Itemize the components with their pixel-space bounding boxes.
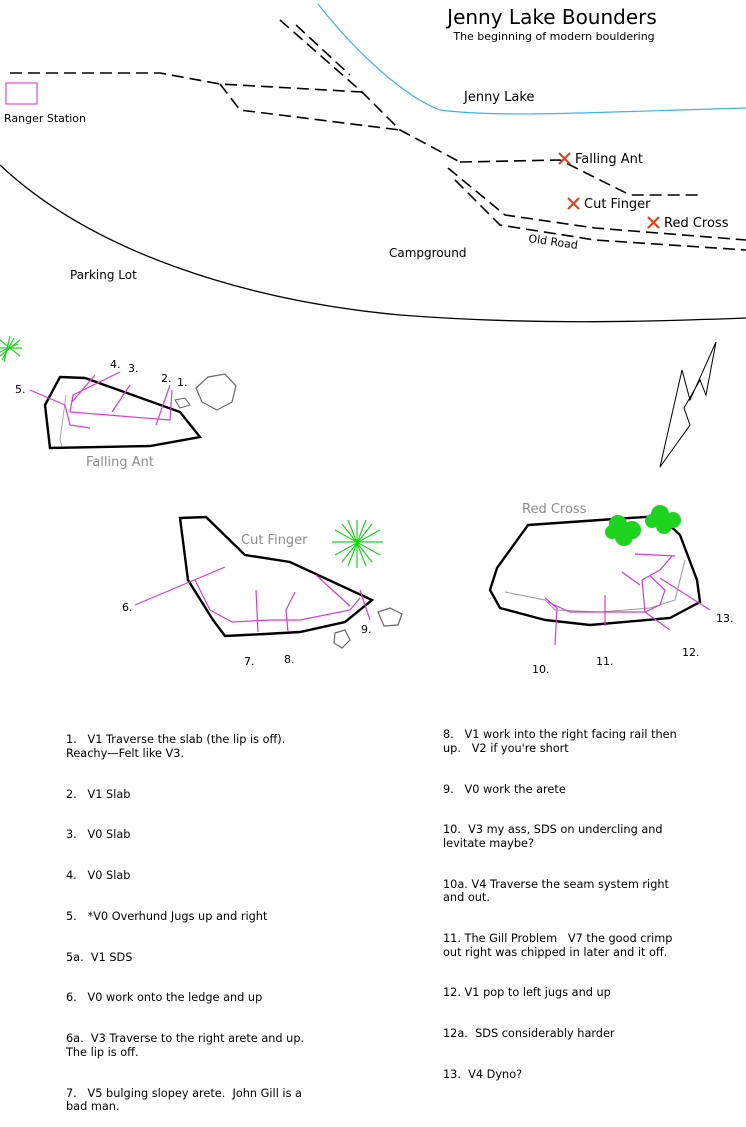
tree-icon	[0, 335, 22, 363]
route-note: 12. V1 pop to left jugs and up	[443, 986, 611, 1000]
problem-number: 4.	[110, 358, 121, 371]
campground-label: Campground	[389, 246, 467, 260]
route-note: 12a. SDS considerably harder	[443, 1027, 615, 1041]
problem-number: 3.	[128, 362, 139, 375]
parking-lot-label: Parking Lot	[70, 268, 137, 282]
road-edge	[0, 164, 746, 323]
route-note: 1. V1 Traverse the slab (the lip is off)…	[66, 733, 286, 760]
route-note: 11. The Gill Problem V7 the good crimp o…	[443, 932, 673, 959]
map-subtitle: The beginning of modern bouldering	[452, 30, 654, 43]
route-note: 5a. V1 SDS	[66, 950, 133, 964]
route-note: 10. V3 my ass, SDS on undercling and lev…	[443, 823, 663, 850]
topo-map: Jenny Lake Bounders The beginning of mod…	[0, 3, 746, 676]
tree-icon	[645, 505, 681, 534]
cut-finger-map-label: Cut Finger	[584, 197, 651, 212]
tree-icon	[332, 519, 383, 568]
falling-ant-boulder: 5. 4. 3. 2. 1. Falling Ant	[0, 335, 237, 470]
problem-number: 8.	[284, 653, 295, 666]
cut-finger-boulder: 6. 7. 8. 9. Cut Finger	[122, 515, 403, 668]
route-note: 4. V0 Slab	[66, 869, 131, 883]
problem-number: 1.	[177, 376, 188, 389]
problem-number: 2.	[161, 372, 172, 385]
ranger-station-icon	[5, 82, 38, 105]
problem-number: 9.	[361, 623, 372, 636]
route-note: 5. *V0 Overhund Jugs up and right	[66, 909, 268, 923]
route-notes-left: 1. V1 Traverse the slab (the lip is off)…	[66, 706, 366, 1127]
x-marker-icon	[647, 216, 660, 229]
ranger-station-label: Ranger Station	[4, 112, 86, 125]
lake-shoreline	[317, 3, 746, 115]
north-arrow-icon	[659, 341, 717, 468]
x-marker-icon	[567, 197, 580, 210]
tree-icon	[605, 515, 641, 546]
boulder-label: Cut Finger	[241, 533, 308, 548]
boulder-label: Falling Ant	[86, 455, 154, 470]
route-note: 13. V4 Dyno?	[443, 1068, 523, 1082]
problem-number: 7.	[244, 655, 255, 668]
lake-label: Jenny Lake	[463, 90, 534, 105]
route-note: 10a. V4 Traverse the seam system right a…	[443, 877, 669, 905]
x-marker-icon	[558, 152, 571, 165]
red-cross-map-label: Red Cross	[664, 216, 729, 231]
boulder-label: Red Cross	[522, 502, 587, 517]
map-title: Jenny Lake Bounders	[445, 5, 657, 29]
old-road-label: Old Road	[528, 232, 579, 252]
problem-number: 13.	[716, 612, 734, 625]
route-note: 6a. V3 Traverse to the right arete and u…	[66, 1032, 305, 1059]
route-note: 2. V1 Slab	[66, 787, 131, 801]
trails	[10, 19, 746, 251]
red-cross-boulder: 10. 11. 12. 13. Red Cross	[488, 502, 734, 676]
problem-number: 10.	[532, 663, 550, 676]
problem-number: 11.	[596, 655, 614, 668]
route-note: 3. V0 Slab	[66, 828, 131, 842]
route-note: 8. V1 work into the right facing rail th…	[443, 728, 677, 755]
falling-ant-map-label: Falling Ant	[575, 152, 643, 167]
route-note: 6. V0 work onto the ledge and up	[66, 991, 263, 1005]
problem-number: 5.	[15, 383, 26, 396]
route-note: 7. V5 bulging slopey arete. John Gill is…	[66, 1086, 302, 1114]
problem-number: 12.	[682, 646, 700, 659]
route-notes-right: 8. V1 work into the right facing rail th…	[443, 701, 728, 1095]
problem-number: 6.	[122, 601, 133, 614]
route-note: 9. V0 work the arete	[443, 782, 566, 796]
